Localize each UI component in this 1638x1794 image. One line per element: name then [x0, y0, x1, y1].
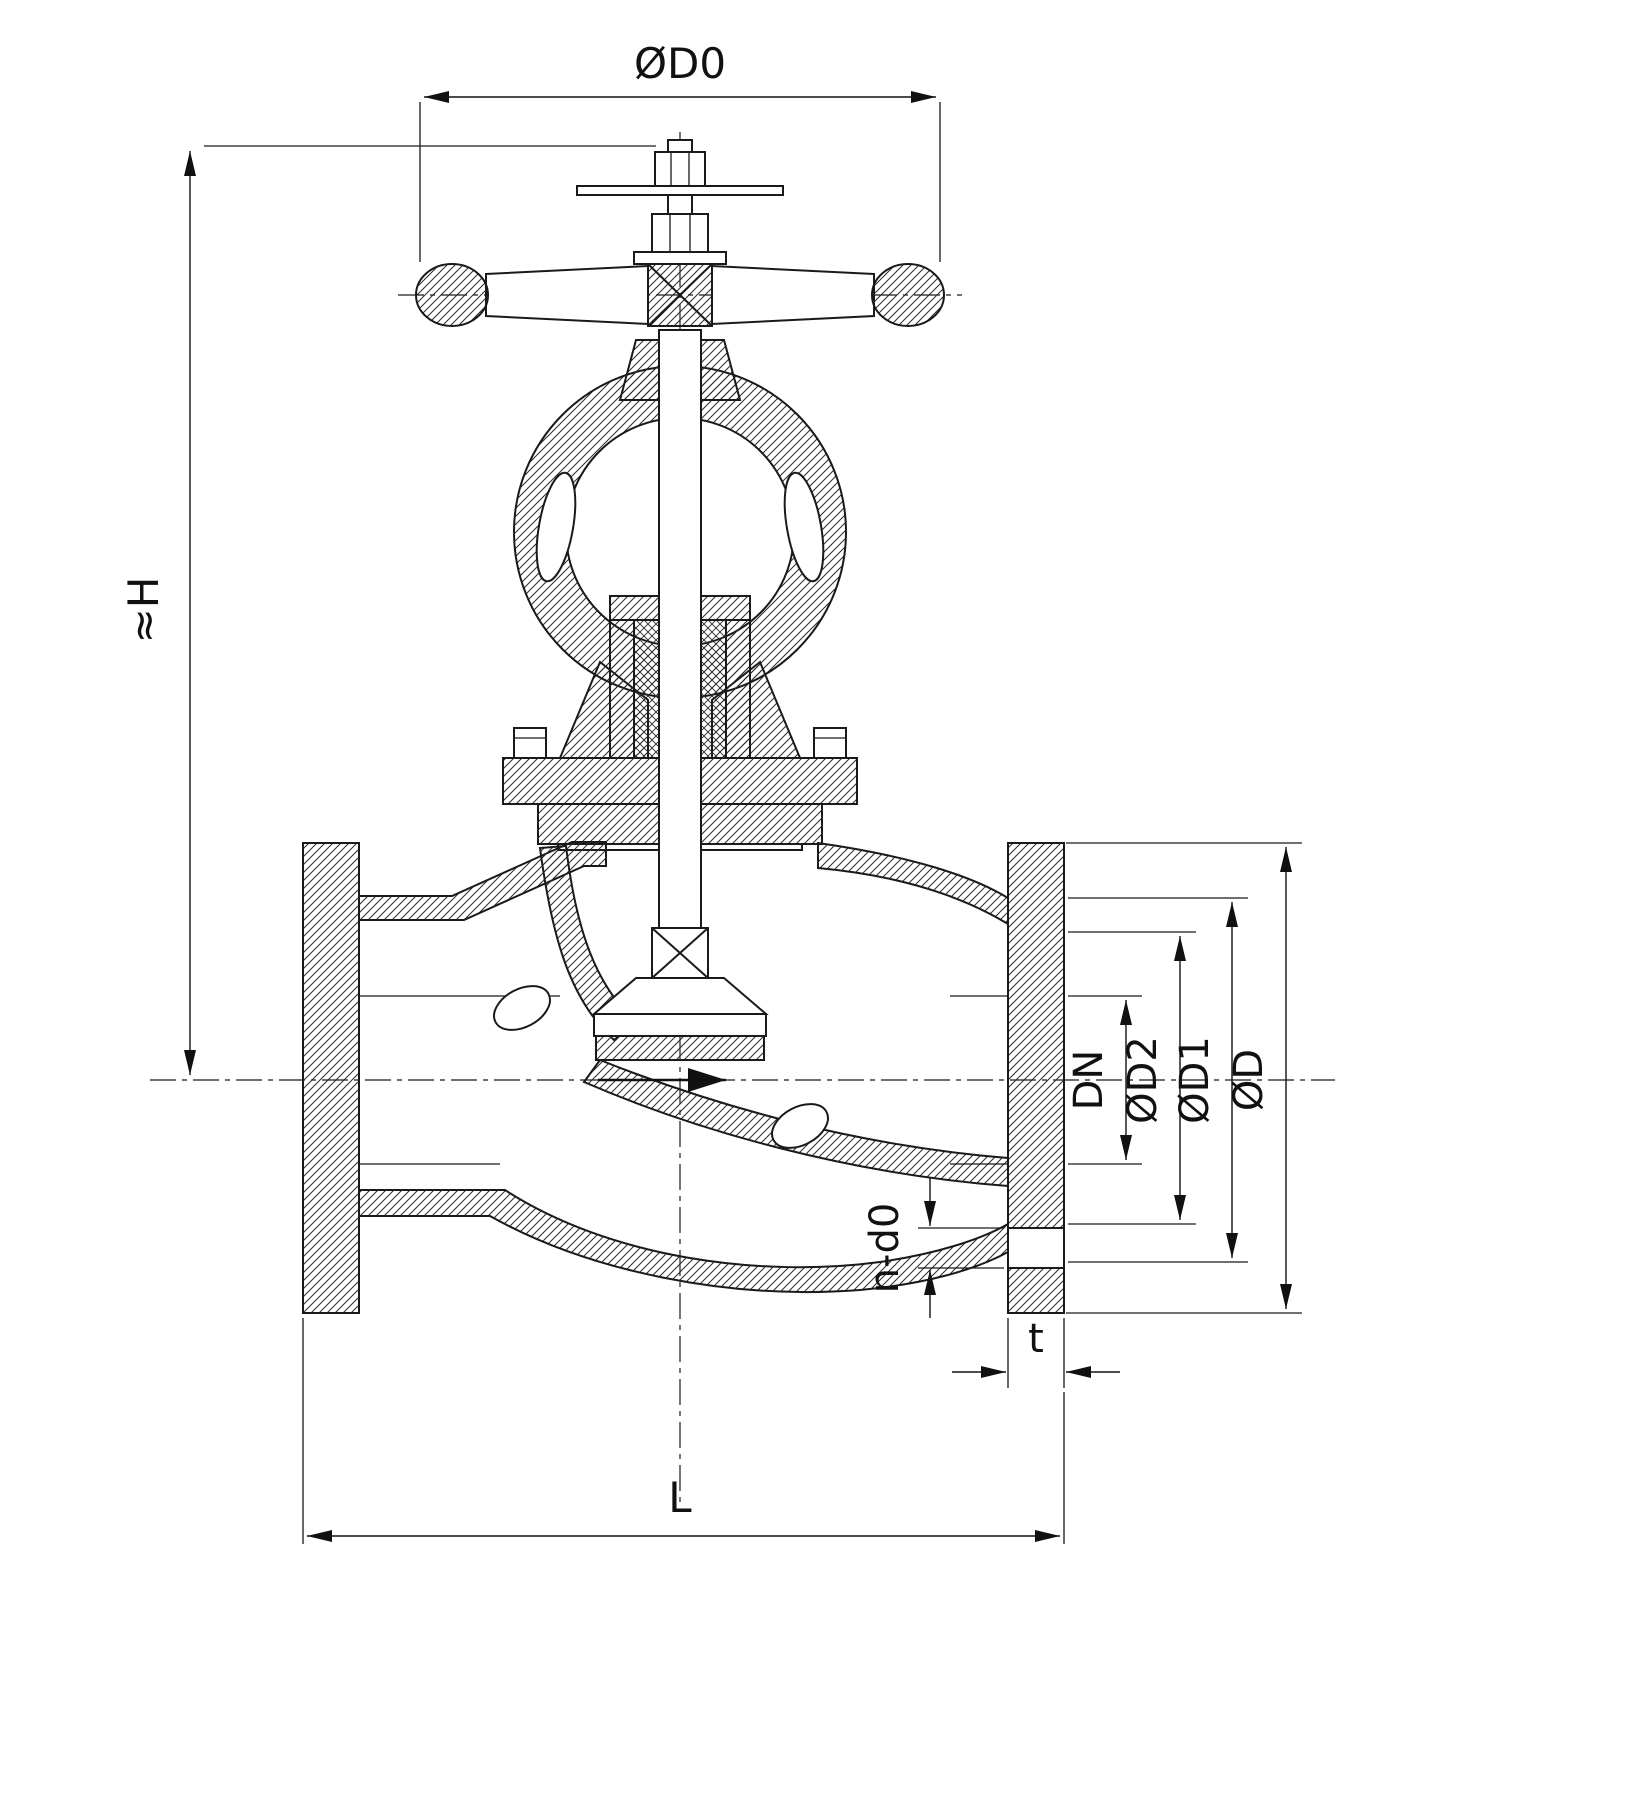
dim-label-d2: ØD2 — [1120, 1036, 1166, 1124]
body-wall-under-seat — [582, 1058, 1009, 1188]
body-wall-bottom — [358, 1189, 1009, 1293]
dim-d: ØD — [1066, 842, 1302, 1314]
dim-t: t — [952, 1316, 1120, 1388]
stem-nut-assembly — [576, 139, 784, 265]
dim-label-n-d0: n-d0 — [862, 1203, 908, 1294]
bonnet-bolt-right — [813, 727, 847, 759]
body-web-hole-left — [493, 985, 551, 1031]
dim-d0: ØD0 — [419, 39, 941, 262]
dim-h: ≈H — [119, 145, 656, 1075]
dim-dn: DN — [1066, 995, 1142, 1165]
handwheel-rim-right — [871, 263, 945, 327]
dim-label-t: t — [1028, 1316, 1044, 1362]
dim-d1: ØD1 — [1068, 897, 1248, 1263]
dim-n-d0: n-d0 — [862, 1178, 1004, 1318]
left-flange — [302, 842, 360, 1314]
dim-label-d: ØD — [1226, 1049, 1272, 1111]
dim-label-d0: ØD0 — [634, 39, 726, 88]
dim-label-l: L — [668, 1473, 692, 1522]
washer-lower — [633, 251, 727, 265]
bonnet-bolt-left — [513, 727, 547, 759]
dim-label-dn: DN — [1066, 1050, 1112, 1111]
washer-upper — [576, 185, 784, 196]
valve-body — [302, 841, 1065, 1314]
trim — [591, 329, 769, 1061]
body-wall-upper-right — [817, 841, 1009, 926]
handwheel-nut — [651, 213, 709, 253]
stuffing-box-wall-right — [725, 619, 751, 759]
valve-disc — [591, 977, 769, 1015]
yoke-slot-left — [535, 471, 577, 583]
seat-ring — [595, 1035, 765, 1061]
valve-stem — [658, 329, 702, 931]
right-flange-bolt-hole — [1009, 1229, 1063, 1267]
dim-label-d1: ØD1 — [1172, 1036, 1218, 1124]
stem-stud-2 — [667, 194, 693, 216]
dim-label-h: ≈H — [119, 577, 168, 644]
dim-l: L — [302, 1318, 1065, 1544]
body-web-hole-right — [771, 1103, 829, 1149]
handwheel-rim-left — [415, 263, 489, 327]
handwheel-spoke-left — [485, 264, 649, 326]
yoke-slot-right — [783, 471, 825, 583]
handwheel-spoke-right — [711, 264, 875, 326]
disc-plate — [593, 1013, 767, 1037]
stuffing-box-wall-left — [609, 619, 635, 759]
handwheel — [415, 263, 945, 327]
dim-d2: ØD2 — [1068, 931, 1196, 1225]
top-nut — [654, 151, 706, 187]
